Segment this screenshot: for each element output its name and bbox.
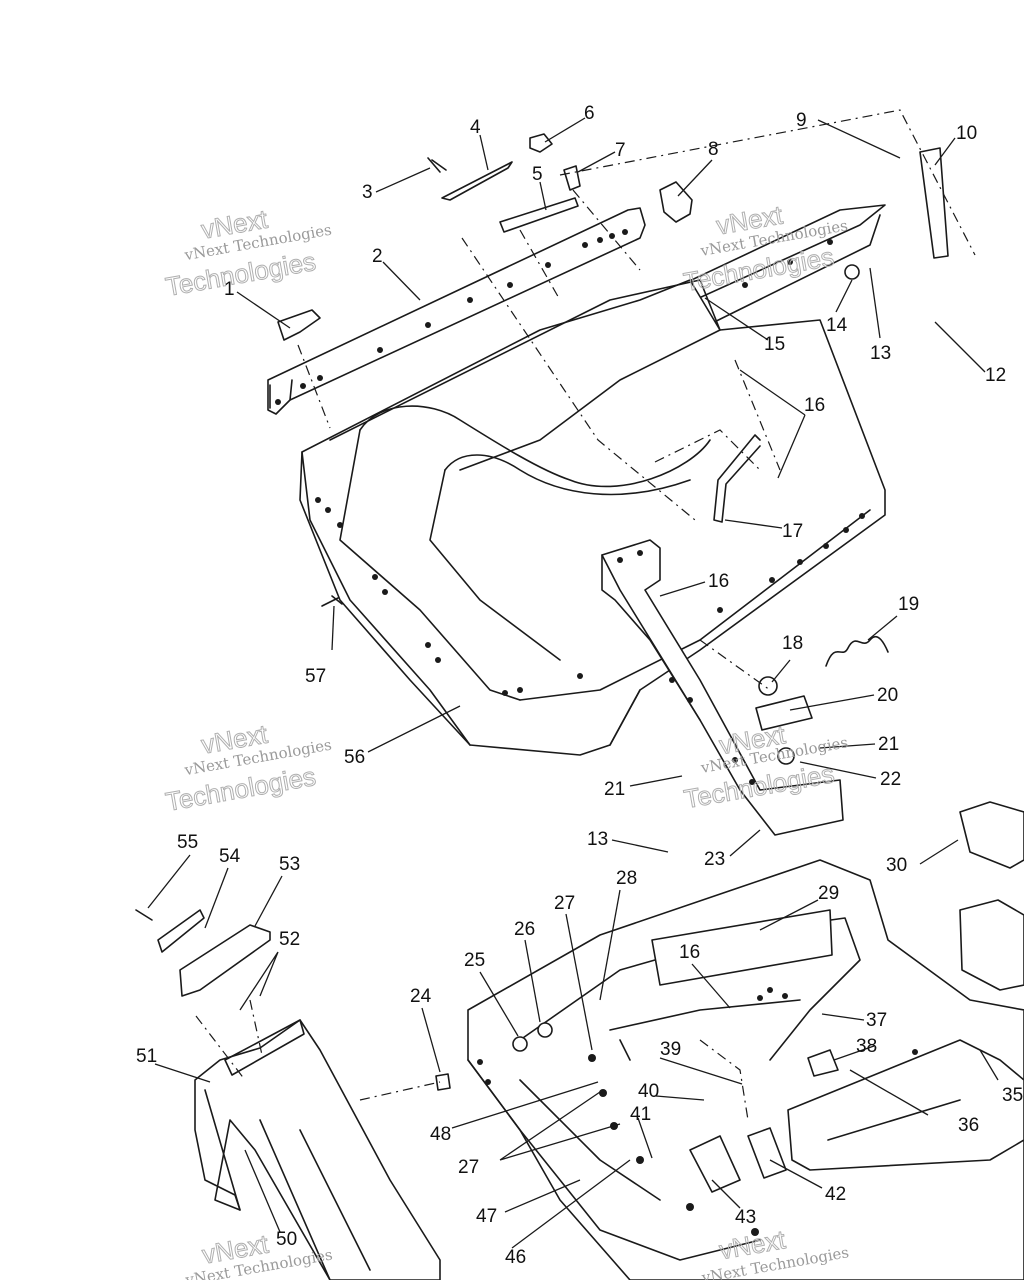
- callout-54: 54: [219, 846, 241, 867]
- callout-27: 27: [554, 893, 575, 914]
- upper-body-tub: [299, 279, 886, 756]
- part-38-clip: [807, 1049, 839, 1077]
- callout-39: 39: [660, 1039, 681, 1060]
- callout-27-low: 27: [458, 1157, 479, 1178]
- part-19-spring: [825, 635, 889, 667]
- callout-13-mid: 13: [587, 829, 608, 850]
- callout-24: 24: [410, 986, 432, 1007]
- part-53-channel: [179, 924, 271, 997]
- callout-14: 14: [826, 315, 848, 336]
- callout-46: 46: [505, 1247, 526, 1268]
- callout-43: 43: [735, 1207, 756, 1228]
- callout-48: 48: [430, 1124, 451, 1145]
- callout-16: 16: [804, 395, 825, 416]
- callout-4: 4: [470, 117, 481, 138]
- callout-53: 53: [279, 854, 300, 875]
- callout-12: 12: [985, 365, 1006, 386]
- part-3-screw: [427, 157, 447, 173]
- callout-6: 6: [584, 103, 595, 124]
- callout-57: 57: [305, 666, 326, 687]
- callout-26: 26: [514, 919, 535, 940]
- watermark-top-left: vNext vNext Technologies Technologies: [163, 203, 333, 302]
- support-bracket: [601, 539, 844, 836]
- part-14-grommet: [844, 264, 860, 280]
- watermark-top-right: vNext vNext Technologies Technologies: [681, 199, 849, 298]
- callout-55: 55: [177, 832, 198, 853]
- callout-56: 56: [344, 747, 365, 768]
- callout-37: 37: [866, 1010, 887, 1031]
- part-10-hinge: [919, 147, 949, 259]
- part-7-bolt: [563, 165, 581, 191]
- part-8-bracket: [659, 181, 693, 223]
- callout-19: 19: [898, 594, 919, 615]
- callout-36: 36: [958, 1115, 979, 1136]
- callout-15: 15: [764, 334, 785, 355]
- part-30-light-housing: [959, 801, 1024, 869]
- part-1-clip: [277, 309, 321, 341]
- callout-13: 13: [870, 343, 891, 364]
- callout-1: 1: [224, 279, 235, 300]
- watermark-bottom-right: vNext vNext Technologies: [699, 1224, 850, 1280]
- callout-8: 8: [708, 139, 719, 160]
- callout-22: 22: [880, 769, 901, 790]
- callout-21: 21: [878, 734, 899, 755]
- callout-51: 51: [136, 1046, 157, 1067]
- callout-52: 52: [279, 929, 300, 950]
- callout-28: 28: [616, 868, 637, 889]
- callout-29: 29: [818, 883, 839, 904]
- part-6-nut: [529, 133, 553, 153]
- part-55-screw: [135, 909, 153, 921]
- part-22-pivot: [777, 747, 795, 765]
- callout-50: 50: [276, 1229, 297, 1250]
- callout-9: 9: [796, 110, 807, 131]
- part-24-nut: [435, 1073, 451, 1091]
- lower-left-assembly: [194, 1019, 441, 1280]
- part-26-nut: [537, 1022, 553, 1038]
- callout-16-low: 16: [679, 942, 700, 963]
- callout-47: 47: [476, 1206, 497, 1227]
- callout-20: 20: [877, 685, 898, 706]
- part-54-strip: [157, 909, 205, 953]
- callout-40: 40: [638, 1081, 659, 1102]
- part-5-pad: [499, 197, 579, 233]
- callout-18: 18: [782, 633, 803, 654]
- callout-41: 41: [630, 1104, 651, 1125]
- watermark-mid-left: vNext vNext Technologies Technologies: [163, 718, 333, 817]
- callout-35: 35: [1002, 1085, 1023, 1106]
- callout-30: 30: [886, 855, 907, 876]
- part-43-bracket: [689, 1135, 741, 1193]
- callout-21-mid: 21: [604, 779, 625, 800]
- callout-42: 42: [825, 1184, 846, 1205]
- part-42-hinge: [747, 1127, 787, 1179]
- callout-16-mid: 16: [708, 571, 729, 592]
- callout-5: 5: [532, 164, 543, 185]
- callout-25: 25: [464, 950, 485, 971]
- part-4-strip: [441, 161, 513, 201]
- callout-23: 23: [704, 849, 725, 870]
- callout-2: 2: [372, 246, 383, 267]
- callout-labels: 1 2 3 4 5 6 7 8 9 10 12 13 14 15 16 17 1…: [136, 103, 1023, 1268]
- leader-lines: [147, 117, 999, 1249]
- callout-38: 38: [856, 1036, 877, 1057]
- callout-7: 7: [615, 140, 626, 161]
- part-17-strap: [713, 434, 761, 523]
- part-20-latch-plate: [755, 695, 813, 731]
- callout-10: 10: [956, 123, 977, 144]
- upper-rail: [267, 207, 646, 415]
- part-57-fastener: [321, 595, 343, 607]
- part-30-lens: [959, 899, 1024, 991]
- callout-17: 17: [782, 521, 803, 542]
- part-25-washer: [512, 1036, 528, 1052]
- callout-3: 3: [362, 182, 373, 203]
